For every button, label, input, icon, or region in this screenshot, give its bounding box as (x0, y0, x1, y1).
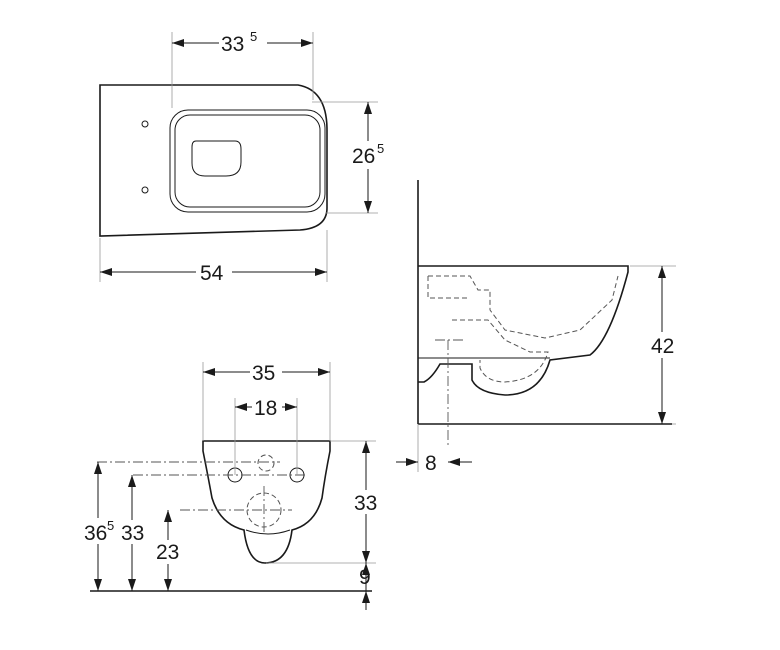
mount-hole-bottom (141, 186, 149, 194)
bowl-opening (191, 140, 242, 177)
front-view: 35 18 36 5 33 23 33 (84, 360, 382, 610)
dim-label-height: 42 (651, 335, 674, 358)
top-view-outline (99, 84, 328, 237)
dim-label-bolt-height: 36 (84, 522, 107, 545)
dim-label-width-inner-sup: 5 (250, 29, 257, 44)
front-outline (202, 440, 331, 564)
seat-rim-inner (174, 114, 321, 208)
dim-label-right-height: 33 (354, 492, 377, 515)
dim-label-offset: 8 (425, 452, 437, 475)
dim-label-width: 35 (252, 362, 275, 385)
side-view: 42 8 (396, 180, 684, 475)
dim-label-axis-height: 33 (121, 522, 144, 545)
bowl-profile (418, 265, 629, 396)
dim-label-bolt-height-sup: 5 (107, 518, 114, 533)
dim-label-depth-inner: 26 (352, 145, 375, 168)
dim-label-length: 54 (200, 262, 224, 285)
dim-label-outlet-height: 23 (156, 541, 179, 564)
dim-label-depth-inner-sup: 5 (377, 141, 384, 156)
dim-label-floor-gap: 9 (359, 566, 371, 589)
internal-channel (428, 275, 619, 339)
seat-rim (169, 109, 326, 213)
water-inlet (257, 454, 275, 472)
top-view: 33 5 26 5 54 (99, 29, 394, 285)
mount-hole-top (141, 120, 149, 128)
dim-label-width-inner: 33 (221, 33, 244, 56)
dim-label-bolt-spacing: 18 (254, 397, 277, 420)
